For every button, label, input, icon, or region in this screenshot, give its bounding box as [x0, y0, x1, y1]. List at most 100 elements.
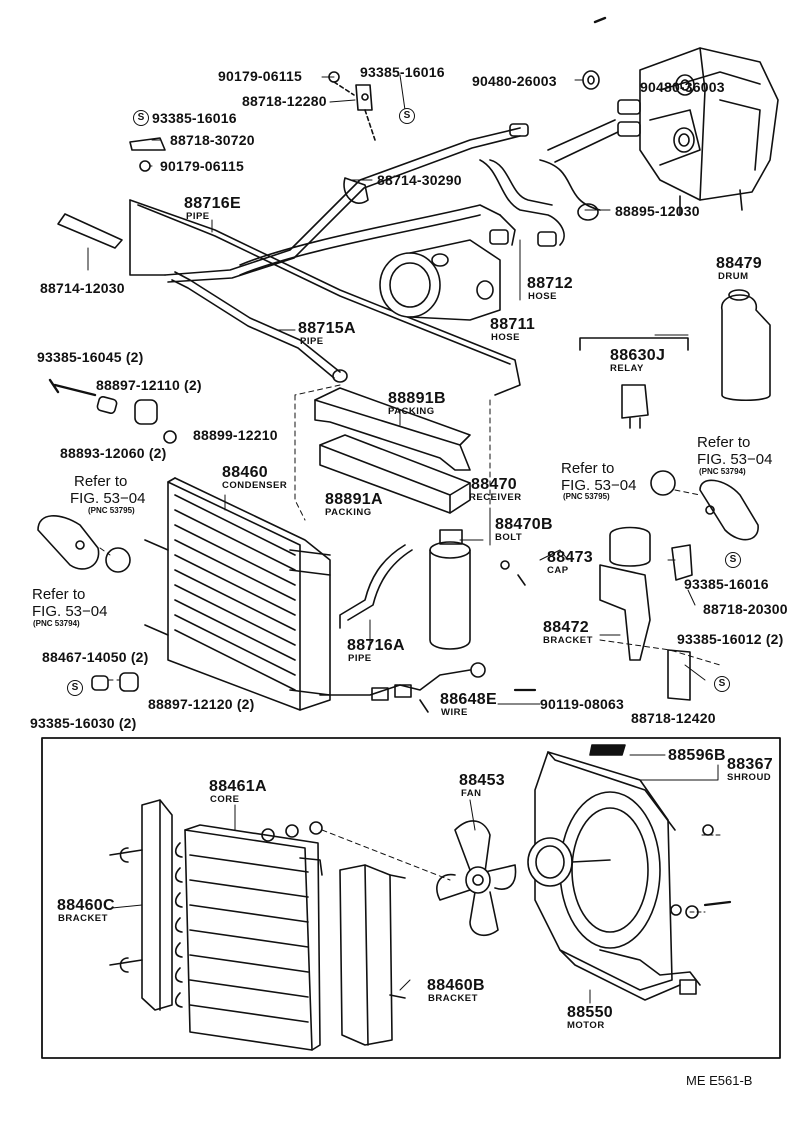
part-90480-36003-label: 90480-36003	[640, 79, 725, 95]
part-88718-12280-label: 88718-12280	[242, 93, 327, 109]
part-88470-sub: RECEIVER	[469, 492, 522, 503]
refer-left-fig: FIG. 53−04	[70, 490, 146, 507]
compressor-drawing	[379, 239, 501, 321]
receiver-drawing	[429, 529, 471, 650]
part-88718-20300-label: 88718-20300	[703, 601, 788, 617]
lower-leader-lines	[111, 754, 719, 1004]
part-88716E-label: 88716E	[184, 195, 241, 212]
part-93385-16045-label: 93385-16045 (2)	[37, 349, 144, 365]
part-88460-label: 88460	[222, 464, 268, 481]
packing-88891B-drawing	[314, 399, 471, 471]
assembly-dashed-lines	[99, 384, 721, 681]
grommet-large	[675, 74, 695, 96]
refer-lower-left-pnc: (PNC 53794)	[33, 619, 80, 628]
part-88712-sub: HOSE	[528, 291, 557, 302]
part-88550-label: 88550	[567, 1004, 613, 1021]
part-88472-sub: BRACKET	[543, 635, 593, 646]
s-mark-icon: S	[714, 676, 730, 692]
part-88473-label: 88473	[547, 549, 593, 566]
part-88460B-sub: BRACKET	[428, 993, 478, 1004]
pipe-88716E-drawing	[129, 199, 166, 276]
part-90179-06115-label: 90179-06115	[160, 158, 244, 174]
part-88470-label: 88470	[471, 476, 517, 493]
core-drawing	[174, 824, 323, 1051]
part-88479-sub: DRUM	[718, 271, 749, 282]
part-88891A-label: 88891A	[325, 491, 383, 508]
fan-assembly-frame	[41, 737, 781, 1059]
part-88711-sub: HOSE	[491, 332, 520, 343]
part-88716A-label: 88716A	[347, 637, 405, 654]
part-88367-sub: SHROUD	[727, 772, 772, 783]
evaporator-unit-drawing	[617, 47, 779, 216]
part-88897-12110-label: 88897-12110 (2)	[96, 377, 202, 393]
part-88895-12030-label: 88895-12030	[615, 203, 700, 219]
part-93385-16016-label: 93385-16016	[684, 576, 769, 592]
cap-drawing	[609, 526, 651, 567]
part-88472-label: 88472	[543, 619, 589, 636]
s-mark-icon: S	[725, 552, 741, 568]
s-mark-icon: S	[133, 110, 149, 126]
refer-plate-right	[699, 479, 759, 541]
part-88716A-sub: PIPE	[348, 653, 372, 664]
part-88470B-label: 88470B	[495, 516, 553, 533]
part-88630J-sub: RELAY	[610, 363, 644, 374]
bracket-88460C-drawing	[109, 799, 173, 1011]
part-88716E-sub: PIPE	[186, 211, 210, 222]
drum-drawing	[720, 289, 771, 402]
diagram-code: ME E561-B	[686, 1073, 753, 1088]
part-88461A-sub: CORE	[210, 794, 240, 805]
part-88453-label: 88453	[459, 772, 505, 789]
s-mark-icon: S	[67, 680, 83, 696]
part-88460C-sub: BRACKET	[58, 913, 108, 924]
pipe-88715A-drawing	[174, 271, 341, 373]
part-88718-12420-label: 88718-12420	[631, 710, 716, 726]
part-88550-sub: MOTOR	[567, 1020, 605, 1031]
part-88714-12030-label: 88714-12030	[40, 280, 125, 296]
refer-plate-left	[37, 515, 100, 570]
leader-lines	[87, 74, 706, 705]
s-mark-icon: S	[399, 108, 415, 124]
bracket-88472-drawing	[599, 564, 651, 661]
refer-left-pnc: (PNC 53795)	[88, 506, 135, 515]
part-88461A-label: 88461A	[209, 778, 267, 795]
hose-88711-drawing	[239, 204, 501, 266]
hose-88712-drawing	[479, 159, 565, 246]
part-93385-16016-label: 93385-16016	[152, 110, 237, 126]
refer-right-fig: FIG. 53−04	[697, 451, 773, 468]
part-88596B-label: 88596B	[668, 747, 726, 764]
part-88367-label: 88367	[727, 756, 773, 773]
part-88453-sub: FAN	[461, 788, 482, 799]
part-88460C-label: 88460C	[57, 897, 115, 914]
part-90480-26003-label: 90480-26003	[472, 73, 557, 89]
part-88891B-sub: PACKING	[388, 406, 435, 417]
part-88479-label: 88479	[716, 255, 762, 272]
part-88648E-sub: WIRE	[441, 707, 468, 718]
part-88891A-sub: PACKING	[325, 507, 372, 518]
refer-lower-left-fig: FIG. 53−04	[32, 603, 108, 620]
grommet-small	[582, 70, 600, 90]
part-88714-30290-label: 88714-30290	[377, 172, 462, 188]
part-88891B-label: 88891B	[388, 390, 446, 407]
condenser-drawing	[144, 477, 331, 711]
part-88467-14050-label: 88467-14050 (2)	[42, 649, 149, 665]
part-88712-label: 88712	[527, 275, 573, 292]
refer-right-text: Refer to	[697, 434, 751, 451]
refer-right-pnc: (PNC 53794)	[699, 467, 746, 476]
part-88711-label: 88711	[490, 316, 536, 333]
part-90179-06115-label: 90179-06115	[218, 68, 302, 84]
part-88473-sub: CAP	[547, 565, 569, 576]
part-93385-16030-label: 93385-16030 (2)	[30, 715, 137, 731]
part-88718-30720-label: 88718-30720	[170, 132, 255, 148]
bracket-88460B-drawing	[339, 864, 406, 1046]
part-88648E-label: 88648E	[440, 691, 497, 708]
part-88630J-label: 88630J	[610, 347, 666, 364]
part-88897-12120-label: 88897-12120 (2)	[148, 696, 255, 712]
part-93385-16012-label: 93385-16012 (2)	[677, 631, 784, 647]
wire-drawing	[319, 669, 471, 696]
part-93385-16016-label: 93385-16016	[360, 64, 445, 80]
refer-lower-left-text: Refer to	[32, 586, 86, 603]
shroud-drawing	[534, 751, 681, 1001]
refer-middle-fig: FIG. 53−04	[561, 477, 637, 494]
